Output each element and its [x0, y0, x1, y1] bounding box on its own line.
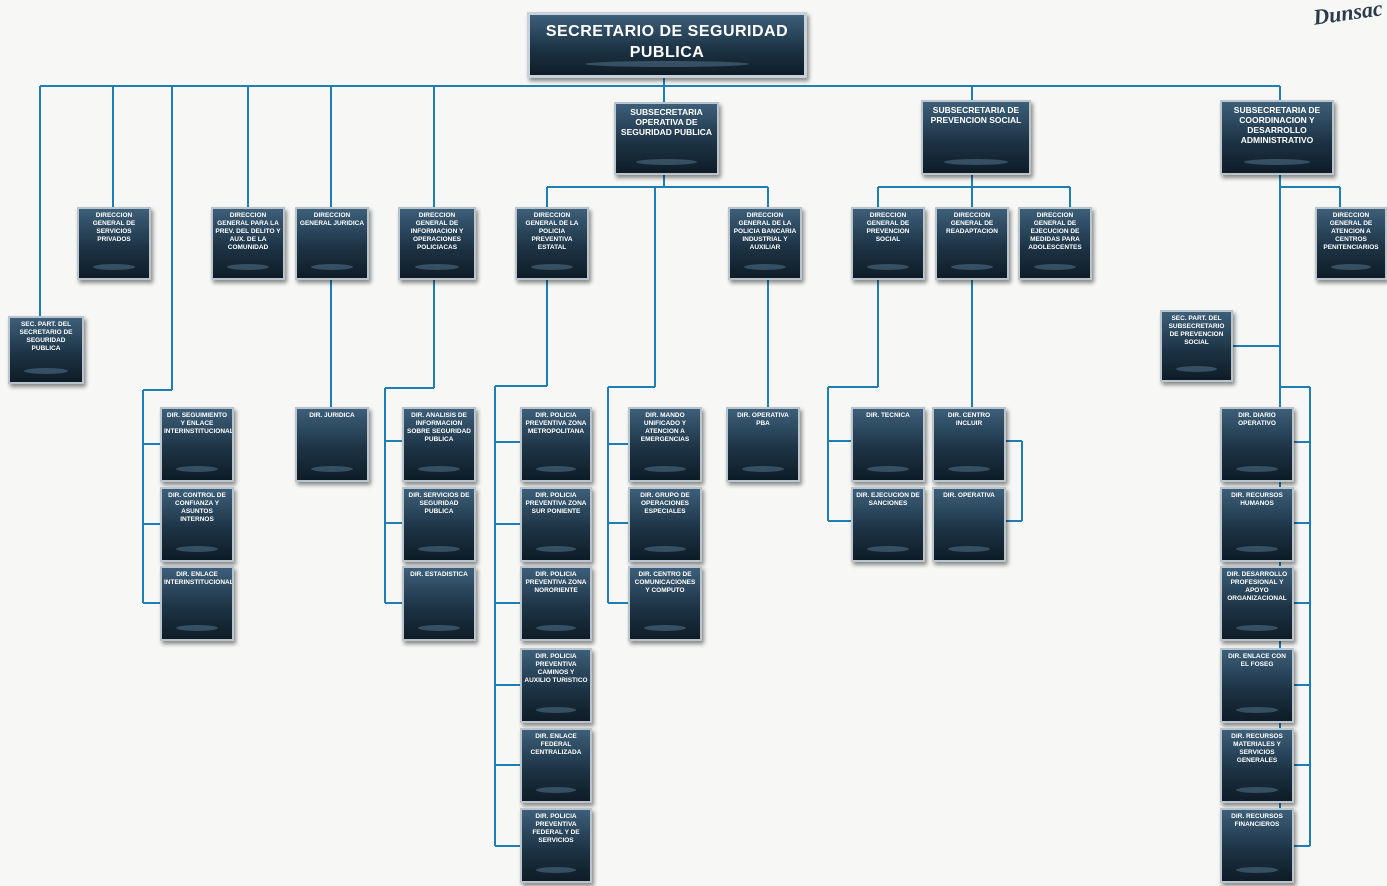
node-dir-centro: DIR. CENTRO DE COMUNICACIONES Y COMPUTO: [628, 566, 702, 641]
node-sub-prevencion: SUBSECRETARIA DE PREVENCION SOCIAL: [921, 100, 1031, 175]
node-dir-mando: DIR. MANDO UNIFICADO Y ATENCION A EMERGE…: [628, 407, 702, 482]
node-dir-operativa-pba: DIR. OPERATIVA PBA: [726, 407, 800, 482]
node-dir-desarrollo: DIR. DESARROLLO PROFESIONAL Y APOYO ORGA…: [1220, 566, 1294, 641]
node-dir-recursos-humanos: DIR. RECURSOS HUMANOS: [1220, 487, 1294, 562]
node-dir-prev-delito: DIRECCION GENERAL PARA LA PREV. DEL DELI…: [211, 207, 285, 280]
node-dir-tecnica: DIR. TECNICA: [851, 407, 925, 482]
node-dir-estadistica: DIR. ESTADISTICA: [402, 566, 476, 641]
node-dir-caminos: DIR. POLICIA PREVENTIVA CAMINOS Y AUXILI…: [520, 648, 592, 723]
node-dir-zona-metro: DIR. POLICIA PREVENTIVA ZONA METROPOLITA…: [520, 407, 592, 482]
node-secretario: SECRETARIO DE SEGURIDAD PUBLICA: [527, 12, 807, 78]
node-dir-servicios-seg: DIR. SERVICIOS DE SEGURIDAD PUBLICA: [402, 487, 476, 562]
node-dir-servicios-privados: DIRECCION GENERAL DE SERVICIOS PRIVADOS: [77, 207, 151, 280]
node-sub-operativa: SUBSECRETARIA OPERATIVA DE SEGURIDAD PUB…: [614, 102, 719, 175]
node-dir-recursos-materiales: DIR. RECURSOS MATERIALES Y SERVICIOS GEN…: [1220, 728, 1294, 803]
node-dir-juridica-unit: DIR. JURIDICA: [295, 407, 369, 482]
node-dir-operativa-pv: DIR. OPERATIVA: [932, 487, 1006, 562]
node-dir-policia-federal: DIR. POLICIA PREVENTIVA FEDERAL Y DE SER…: [520, 808, 592, 883]
node-dir-recursos-financieros: DIR. RECURSOS FINANCIEROS: [1220, 808, 1294, 883]
node-dir-zona-norte: DIR. POLICIA PREVENTIVA ZONA NORORIENTE: [520, 566, 592, 641]
node-dir-enlace-fondos: DIR. ENLACE CON EL FOSEG: [1220, 648, 1294, 723]
node-dir-ejecucion-sanciones: DIR. EJECUCION DE SANCIONES: [851, 487, 925, 562]
node-dir-seguimiento: DIR. SEGUIMIENTO Y ENLACE INTERINSTITUCI…: [160, 407, 234, 482]
node-sub-coordinacion: SUBSECRETARIA DE COORDINACION Y DESARROL…: [1220, 100, 1334, 175]
node-dir-zona-sur: DIR. POLICIA PREVENTIVA ZONA SUR PONIENT…: [520, 487, 592, 562]
node-dir-ejecucion: DIRECCION GENERAL DE EJECUCION DE MEDIDA…: [1018, 207, 1092, 280]
node-dir-policia-preventiva: DIRECCION GENERAL DE LA POLICIA PREVENTI…: [515, 207, 589, 280]
node-dir-enlace-federal: DIR. ENLACE FEDERAL CENTRALIZADA: [520, 728, 592, 803]
node-dir-enlace-interinst: DIR. ENLACE INTERINSTITUCIONAL: [160, 566, 234, 641]
node-dir-control: DIR. CONTROL DE CONFIANZA Y ASUNTOS INTE…: [160, 487, 234, 562]
node-sec-part-secretario: SEC. PART. DEL SECRETARIO DE SEGURIDAD P…: [8, 316, 84, 384]
node-dir-juridica: DIRECCION GENERAL JURIDICA: [295, 207, 369, 280]
node-sec-part-subsec: SEC. PART. DEL SUBSECRETARIO DE PREVENCI…: [1160, 310, 1233, 382]
node-dir-prev-social: DIRECCION GENERAL DE PREVENCION SOCIAL: [851, 207, 925, 280]
node-dir-grupo-especial: DIR. GRUPO DE OPERACIONES ESPECIALES: [628, 487, 702, 562]
node-dir-atencion-ciudadana: DIRECCION GENERAL DE ATENCION A CENTROS …: [1315, 207, 1387, 280]
node-dir-diario: DIR. DIARIO OPERATIVO: [1220, 407, 1294, 482]
node-dir-policia-bancaria: DIRECCION GENERAL DE LA POLICIA BANCARIA…: [728, 207, 802, 280]
node-dir-informacion: DIRECCION GENERAL DE INFORMACION Y OPERA…: [398, 207, 476, 280]
node-dir-centro-incluir: DIR. CENTRO INCLUIR: [932, 407, 1006, 482]
node-dir-readaptacion: DIRECCION GENERAL DE READAPTACION: [935, 207, 1009, 280]
node-dir-analisis: DIR. ANALISIS DE INFORMACION SOBRE SEGUR…: [402, 407, 476, 482]
